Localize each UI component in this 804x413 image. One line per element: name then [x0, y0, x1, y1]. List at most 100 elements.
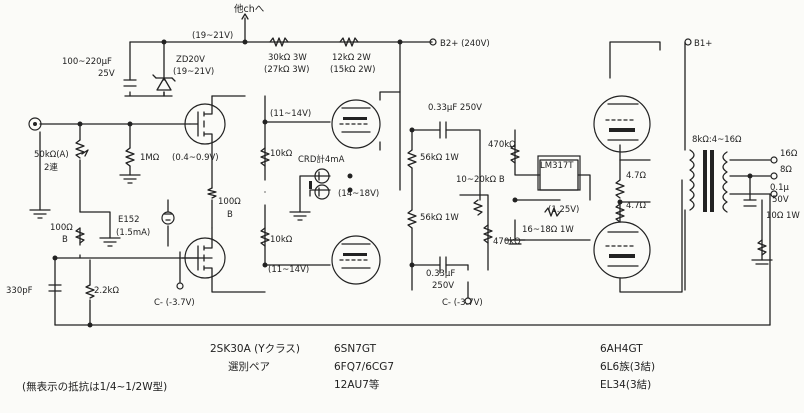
label-top-tap: 他chへ — [234, 3, 265, 15]
label-out-8: 8Ω — [780, 165, 792, 175]
label-zener: ZD20V — [176, 55, 205, 65]
label-cap-330p: 330pF — [6, 286, 33, 296]
label-trim-pot: 10~20kΩ B — [456, 175, 505, 185]
cap-033-top — [439, 121, 447, 139]
label-out-16: 16Ω — [780, 149, 798, 159]
label-r30k: 30kΩ 3W — [268, 53, 307, 63]
resistors — [75, 37, 767, 299]
label-e152: E152 — [118, 215, 140, 225]
capacitors — [48, 79, 757, 292]
cap-100uf — [123, 79, 137, 87]
label-out-r: 10Ω 1W — [766, 211, 800, 221]
label-r47-bot: 4.7Ω — [626, 201, 647, 211]
resistor-56k-top — [407, 149, 417, 169]
resistor-12k — [339, 37, 359, 47]
legend-pre-2: 6FQ7/6CG7 — [334, 361, 394, 373]
zener-diode — [155, 77, 173, 91]
label-out-cap-v: 50V — [772, 195, 789, 205]
legend-pre-1: 6SN7GT — [334, 343, 377, 355]
cap-033-bot — [439, 256, 447, 274]
crd-diodes — [309, 168, 330, 200]
resistor-56k-bot — [407, 209, 417, 229]
label-r56k-bot: 56kΩ 1W — [420, 213, 459, 223]
legend-fet-1: 2SK30A (Yクラス) — [210, 343, 300, 355]
label-cap-033-bot: 0.33μF — [426, 269, 455, 279]
label-volume-gang: 2連 — [44, 162, 58, 173]
label-r470k-top: 470kΩ — [488, 140, 516, 150]
label-e152-current: (1.5mA) — [116, 228, 150, 238]
label-r100-mid: 100Ω — [218, 197, 241, 207]
label-r15k: (15kΩ 2W) — [330, 65, 375, 75]
label-lm317: LM317T — [540, 161, 574, 171]
ground-symbols — [29, 131, 773, 265]
resistor-2k2 — [85, 284, 95, 299]
label-cap-250v-bot: 250V — [432, 281, 454, 291]
label-b2: B2+ (240V) — [440, 39, 490, 49]
wiring — [39, 13, 771, 326]
fet-upper — [184, 103, 226, 145]
label-supply-range: (19~21V) — [192, 31, 233, 41]
label-r27k: (27kΩ 3W) — [264, 65, 309, 75]
label-out-cap: 0.1μ — [770, 183, 790, 193]
resistor-1m — [125, 147, 135, 167]
pre-tube-top — [331, 99, 381, 149]
led-e152 — [161, 211, 175, 225]
label-v-11-14-top: (11~14V) — [270, 109, 311, 119]
label-r47-top: 4.7Ω — [626, 171, 647, 181]
cap-out — [743, 199, 757, 207]
label-b-mid: B — [227, 210, 233, 220]
label-v-11-14-bot: (11~14V) — [268, 265, 309, 275]
resistor-470k-bot — [483, 224, 493, 244]
label-r470k-bot: 470kΩ — [493, 237, 521, 247]
label-cap-25v: 25V — [98, 69, 115, 79]
label-v-04-09: (0.4~0.9V) — [172, 153, 219, 163]
label-r2k2: 2.2kΩ — [94, 286, 119, 296]
legend-out-1: 6AH4GT — [600, 343, 643, 355]
resistor-16-18 — [544, 207, 561, 217]
legend-out-2: 6L6族(3結) — [600, 360, 655, 373]
cap-330p — [48, 284, 62, 292]
resistor-47-bot — [615, 203, 625, 223]
label-r1m: 1MΩ — [140, 153, 160, 163]
label-r10k-top: 10kΩ — [270, 149, 293, 159]
label-cap-033-top: 0.33μF 250V — [428, 103, 482, 113]
label-r100-left: 100Ω — [50, 223, 73, 233]
label-cap-100-220: 100~220μF — [62, 57, 112, 67]
trim-pot — [473, 199, 483, 216]
legend-fet-2: 選別ペア — [228, 360, 270, 373]
resistor-47-top — [615, 179, 625, 199]
note-resistors: (無表示の抵抗は1/4~1/2W型) — [22, 380, 167, 393]
label-b1: B1+ — [694, 39, 712, 49]
output-transformer — [689, 149, 728, 213]
resistor-30k — [269, 37, 289, 47]
label-r10k-bot: 10kΩ — [270, 235, 293, 245]
legend-out-3: EL34(3結) — [600, 378, 651, 391]
fet-lower — [181, 237, 226, 279]
resistor-100-left — [75, 227, 85, 244]
label-volume: 50kΩ(A) — [34, 150, 69, 160]
output-tube-top — [593, 95, 651, 153]
junction-dots — [52, 39, 753, 328]
label-c-bias-right: C- (-3.7V) — [442, 298, 483, 308]
label-zener-range: (19~21V) — [173, 67, 214, 77]
label-crd: CRD計4mA — [298, 154, 345, 165]
resistor-10-out — [757, 239, 767, 256]
resistor-470k-top — [510, 144, 520, 164]
label-r12k: 12kΩ 2W — [332, 53, 371, 63]
label-opt: 8kΩ:4~16Ω — [692, 135, 742, 145]
label-v-125: (1.25V) — [548, 205, 579, 215]
volume-pot — [75, 139, 85, 159]
lm317-body — [537, 155, 581, 191]
label-r56k-top: 56kΩ 1W — [420, 153, 459, 163]
label-r16-18: 16~18Ω 1W — [522, 225, 574, 235]
pre-tube-bot — [331, 235, 381, 285]
resistor-100-mid — [207, 187, 217, 199]
label-v-14-18: (14~18V) — [338, 189, 379, 199]
resistor-10k-top — [260, 147, 270, 167]
legend-pre-3: 12AU7等 — [334, 378, 380, 391]
label-b-left: B — [62, 235, 68, 245]
terminals — [28, 38, 778, 305]
pot-wiper-arrow — [81, 149, 89, 157]
